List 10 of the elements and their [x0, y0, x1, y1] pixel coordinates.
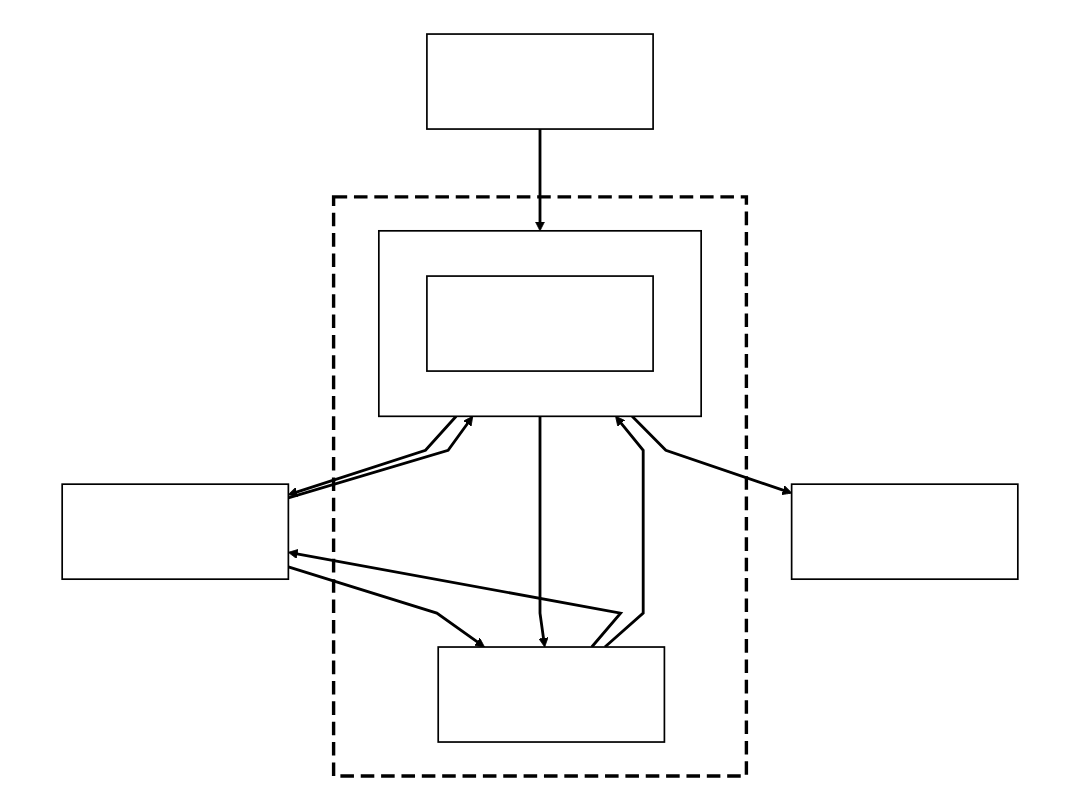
- cluster: [331, 195, 749, 778]
- cluster: [378, 230, 702, 418]
- node-box: [426, 275, 654, 372]
- node-box: [790, 483, 1019, 580]
- node-box: [426, 33, 654, 130]
- arrow: [535, 129, 545, 232]
- arrow: [538, 416, 549, 648]
- node-box: [61, 483, 290, 580]
- node-box: [437, 646, 666, 743]
- arrow: [603, 415, 645, 649]
